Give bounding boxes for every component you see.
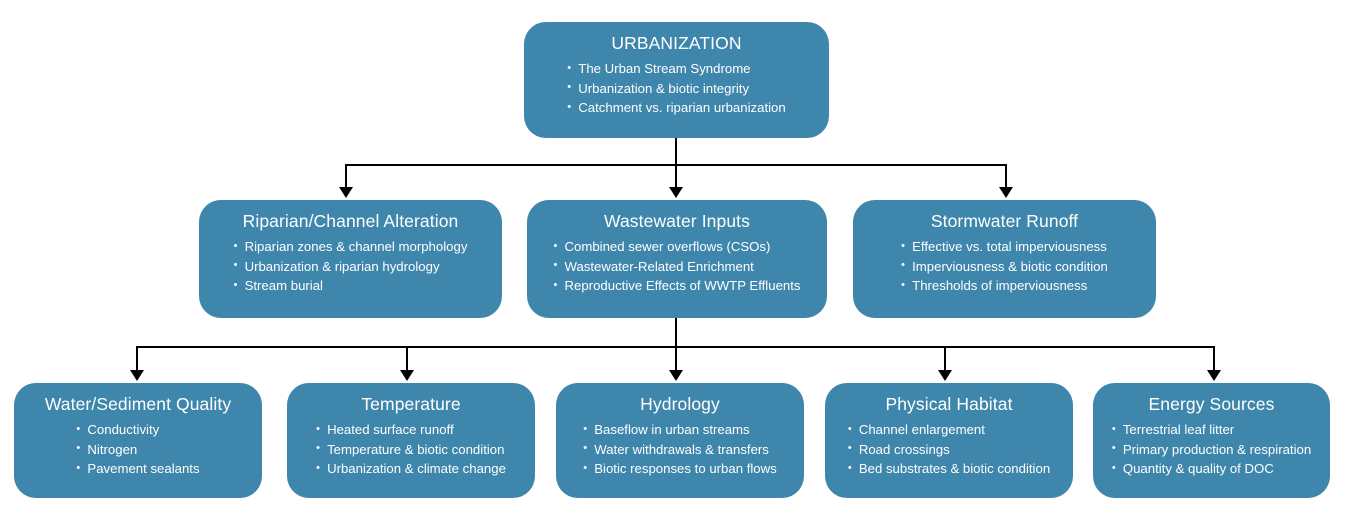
- connector-drop-wastewater: [675, 164, 677, 188]
- connector-drop-hydrology: [675, 346, 677, 371]
- connector-trunk-level2: [675, 318, 677, 347]
- node-energy-sources[interactable]: Energy Sources Terrestrial leaf litter P…: [1093, 383, 1330, 498]
- node-title: Water/Sediment Quality: [44, 394, 232, 414]
- list-item: Road crossings: [848, 439, 1050, 460]
- node-temperature[interactable]: Temperature Heated surface runoff Temper…: [287, 383, 535, 498]
- list-item: Temperature & biotic condition: [316, 439, 506, 460]
- node-bullet-list: Heated surface runoff Temperature & biot…: [316, 420, 506, 479]
- list-item: Water withdrawals & transfers: [583, 439, 777, 460]
- node-title: Riparian/Channel Alteration: [242, 211, 459, 231]
- list-item: Effective vs. total imperviousness: [901, 237, 1108, 257]
- list-item: Reproductive Effects of WWTP Effluents: [553, 276, 800, 296]
- list-item: Primary production & respiration: [1112, 439, 1311, 460]
- arrowhead-stormwater: [999, 187, 1013, 198]
- list-item: Catchment vs. riparian urbanization: [567, 98, 785, 118]
- node-bullet-list: Terrestrial leaf litter Primary producti…: [1112, 420, 1311, 479]
- arrowhead-wastewater: [669, 187, 683, 198]
- node-title: Stormwater Runoff: [930, 211, 1079, 231]
- list-item: Terrestrial leaf litter: [1112, 420, 1311, 440]
- arrowhead-physical-habitat: [938, 370, 952, 381]
- list-item: Pavement sealants: [76, 459, 199, 479]
- list-item: Nitrogen: [76, 439, 199, 460]
- list-item: Urbanization & biotic integrity: [567, 78, 785, 99]
- arrowhead-riparian: [339, 187, 353, 198]
- node-stormwater-runoff[interactable]: Stormwater Runoff Effective vs. total im…: [853, 200, 1156, 318]
- node-bullet-list: Effective vs. total imperviousness Imper…: [901, 237, 1108, 296]
- list-item: Combined sewer overflows (CSOs): [553, 237, 800, 257]
- list-item: Stream burial: [234, 276, 468, 296]
- node-hydrology[interactable]: Hydrology Baseflow in urban streams Wate…: [556, 383, 804, 498]
- list-item: Channel enlargement: [848, 420, 1050, 440]
- node-bullet-list: Conductivity Nitrogen Pavement sealants: [76, 420, 199, 479]
- connector-drop-water-sediment-quality: [136, 346, 138, 371]
- list-item: Heated surface runoff: [316, 420, 506, 440]
- node-physical-habitat[interactable]: Physical Habitat Channel enlargement Roa…: [825, 383, 1073, 498]
- list-item: The Urban Stream Syndrome: [567, 59, 785, 79]
- list-item: Biotic responses to urban flows: [583, 459, 777, 479]
- connector-drop-temperature: [406, 346, 408, 371]
- list-item: Urbanization & climate change: [316, 459, 506, 479]
- arrowhead-temperature: [400, 370, 414, 381]
- list-item: Wastewater-Related Enrichment: [553, 256, 800, 277]
- list-item: Quantity & quality of DOC: [1112, 459, 1311, 479]
- node-title: Physical Habitat: [885, 394, 1013, 414]
- connector-drop-stormwater: [1005, 164, 1007, 188]
- arrowhead-energy-sources: [1207, 370, 1221, 381]
- node-title: URBANIZATION: [611, 33, 742, 53]
- connector-drop-energy-sources: [1213, 346, 1215, 371]
- connector-trunk-level1: [675, 138, 677, 165]
- node-bullet-list: Combined sewer overflows (CSOs) Wastewat…: [553, 237, 800, 296]
- list-item: Thresholds of imperviousness: [901, 276, 1108, 296]
- node-bullet-list: Channel enlargement Road crossings Bed s…: [848, 420, 1050, 479]
- node-riparian-channel-alteration[interactable]: Riparian/Channel Alteration Riparian zon…: [199, 200, 502, 318]
- node-title: Hydrology: [640, 394, 720, 414]
- arrowhead-hydrology: [669, 370, 683, 381]
- node-title: Temperature: [361, 394, 461, 414]
- node-urbanization[interactable]: URBANIZATION The Urban Stream Syndrome U…: [524, 22, 829, 138]
- list-item: Bed substrates & biotic condition: [848, 459, 1050, 479]
- node-bullet-list: The Urban Stream Syndrome Urbanization &…: [567, 59, 785, 118]
- connector-drop-physical-habitat: [944, 346, 946, 371]
- list-item: Riparian zones & channel morphology: [234, 237, 468, 257]
- list-item: Baseflow in urban streams: [583, 420, 777, 440]
- list-item: Conductivity: [76, 420, 199, 440]
- node-title: Energy Sources: [1148, 394, 1275, 414]
- node-bullet-list: Baseflow in urban streams Water withdraw…: [583, 420, 777, 479]
- list-item: Imperviousness & biotic condition: [901, 256, 1108, 277]
- node-title: Wastewater Inputs: [604, 211, 750, 231]
- arrowhead-water-sediment-quality: [130, 370, 144, 381]
- node-wastewater-inputs[interactable]: Wastewater Inputs Combined sewer overflo…: [527, 200, 827, 318]
- connector-drop-riparian: [345, 164, 347, 188]
- list-item: Urbanization & riparian hydrology: [234, 256, 468, 277]
- node-bullet-list: Riparian zones & channel morphology Urba…: [234, 237, 468, 296]
- node-water-sediment-quality[interactable]: Water/Sediment Quality Conductivity Nitr…: [14, 383, 262, 498]
